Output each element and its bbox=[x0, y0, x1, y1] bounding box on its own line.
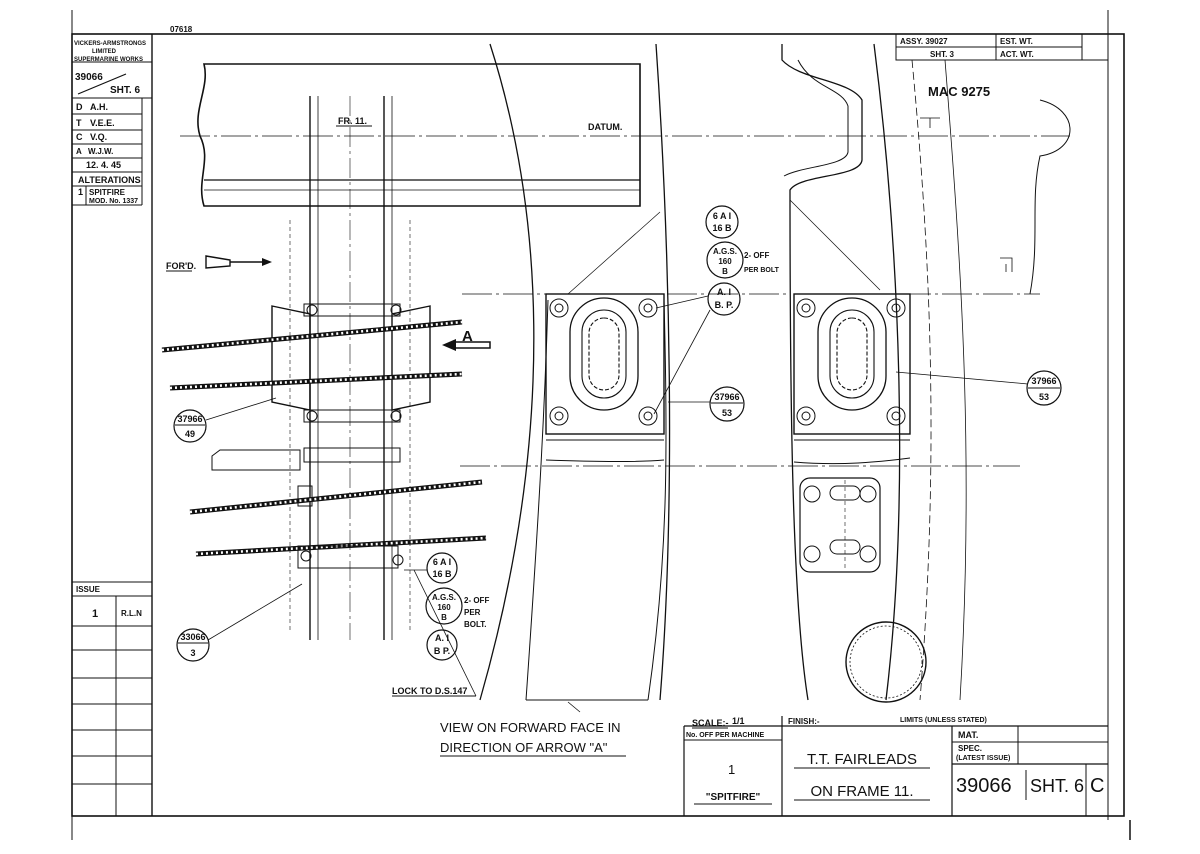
control-cables bbox=[161, 319, 487, 557]
signature-name-t: V.E.E. bbox=[90, 118, 115, 128]
callout-53-center-bottom: 53 bbox=[722, 408, 732, 418]
drawing-sheet-number: SHT. 6 bbox=[1030, 776, 1084, 796]
view-caption-line2: DIRECTION OF ARROW "A" bbox=[440, 740, 608, 755]
callout-ags-160-upper: A.G.S. 160 B 2- OFF PER BOLT bbox=[706, 241, 780, 279]
act-weight-label: ACT. WT. bbox=[1000, 50, 1034, 59]
callout-37966-49: 37966 49 bbox=[173, 397, 277, 443]
company-name-1: VICKERS-ARMSTRONGS bbox=[74, 41, 146, 47]
company-name-3: SUPERMARINE WORKS bbox=[74, 57, 143, 63]
callout-ags-lower-note1: 2- OFF bbox=[464, 596, 489, 605]
material-label: MAT. bbox=[958, 730, 978, 740]
sheet-ref: 07618 bbox=[170, 25, 193, 34]
drawing-title-line2: ON FRAME 11. bbox=[810, 783, 913, 800]
scale-value: 1/1 bbox=[732, 716, 745, 726]
callout-37966-49-top: 37966 bbox=[177, 414, 202, 424]
callout-6a1-16b-upper: 6 A I 16 B bbox=[705, 205, 739, 239]
callout-6a1-lower-top: 6 A I bbox=[433, 557, 451, 567]
signature-role-t: T bbox=[76, 118, 82, 128]
assy-box: ASSY. 39027 SHT. 3 EST. WT. ACT. WT. bbox=[895, 33, 1108, 61]
alterations-header: ALTERATIONS bbox=[78, 175, 141, 185]
forward-label: FOR'D. bbox=[166, 261, 196, 271]
callout-37966-53-center: 37966 53 bbox=[709, 386, 745, 422]
limits-label: LIMITS (UNLESS STATED) bbox=[900, 717, 987, 724]
callout-37966-49-bottom: 49 bbox=[185, 429, 195, 439]
callout-37966-right-top: 37966 bbox=[1031, 376, 1056, 386]
callout-a1-bp-upper: A. I B. P. bbox=[653, 282, 741, 415]
alteration-number: 1 bbox=[78, 187, 83, 197]
callout-ags-lower-line2: 160 bbox=[437, 603, 451, 612]
issue-number: 1 bbox=[92, 608, 98, 620]
no-off-label: No. OFF PER MACHINE bbox=[686, 732, 764, 739]
drawing-number: 39066 bbox=[956, 775, 1012, 797]
arrow-a-label: A bbox=[462, 328, 473, 345]
alteration-text-2: MOD. No. 1337 bbox=[89, 198, 138, 205]
callout-ags-upper-line1: A.G.S. bbox=[713, 247, 737, 256]
callout-33066-3: 33066 3 bbox=[176, 583, 303, 662]
signature-role-c: C bbox=[76, 132, 83, 142]
callout-33066-3-bottom: 3 bbox=[190, 648, 195, 658]
left-info-column: VICKERS-ARMSTRONGS LIMITED SUPERMARINE W… bbox=[72, 34, 153, 816]
no-off-value: 1 bbox=[728, 762, 735, 777]
side-view: DATUM. FR. 11. bbox=[161, 63, 1070, 697]
callout-ags-lower-line3: B bbox=[441, 613, 447, 622]
callout-ags-upper-line2: 160 bbox=[718, 257, 732, 266]
callout-6a1-16b-lower: 6 A I 16 B bbox=[404, 552, 458, 584]
assy-number: ASSY. 39027 bbox=[900, 37, 948, 46]
callout-16b-upper-bottom: 16 B bbox=[712, 223, 732, 233]
callout-ags-lower-note3: BOLT. bbox=[464, 620, 487, 629]
callout-33066-3-top: 33066 bbox=[180, 632, 205, 642]
issue-initials: R.L.N bbox=[121, 609, 142, 618]
finish-label: FINISH:- bbox=[788, 717, 820, 726]
forward-face-view: VIEW ON FORWARD FACE IN DIRECTION OF ARR… bbox=[440, 43, 1020, 757]
callout-16b-lower-bottom: 16 B bbox=[432, 569, 452, 579]
signature-role-d: D bbox=[76, 102, 83, 112]
company-name-2: LIMITED bbox=[92, 49, 117, 55]
signature-name-c: V.Q. bbox=[90, 132, 107, 142]
drawing-date: 12. 4. 45 bbox=[86, 160, 121, 170]
callout-bp-upper-bottom: B. P. bbox=[715, 300, 734, 310]
signature-name-a: W.J.W. bbox=[88, 147, 113, 156]
drawing-revision: C bbox=[1090, 775, 1104, 797]
sheet-short: SHT. 6 bbox=[110, 85, 140, 96]
callout-ags-upper-note1: 2- OFF bbox=[744, 251, 769, 260]
alteration-text-1: SPITFIRE bbox=[89, 188, 126, 197]
datum-label: DATUM. bbox=[588, 122, 622, 132]
issue-header: ISSUE bbox=[76, 585, 101, 594]
callout-ags-lower-note2: PER bbox=[464, 608, 481, 617]
callout-ags-160-lower: A.G.S. 160 B 2- OFF PER BOLT. bbox=[425, 587, 489, 629]
mac-number: MAC 9275 bbox=[928, 84, 990, 99]
assy-sheet: SHT. 3 bbox=[930, 50, 955, 59]
drawing-title-line1: T.T. FAIRLEADS bbox=[807, 751, 917, 768]
callout-bp-lower-bottom: B P. bbox=[434, 646, 450, 656]
callout-ags-upper-note2: PER BOLT bbox=[744, 267, 780, 274]
callout-a1-upper-top: A. I bbox=[717, 287, 731, 297]
signature-name-d: A.H. bbox=[90, 102, 108, 112]
arrow-a-icon bbox=[442, 339, 456, 351]
callout-53-right-bottom: 53 bbox=[1039, 392, 1049, 402]
scale-label: SCALE:- bbox=[692, 718, 729, 728]
drawing-short-number: 39066 bbox=[75, 72, 103, 83]
callout-a1-lower-top: A. I bbox=[435, 633, 449, 643]
aircraft-name: "SPITFIRE" bbox=[706, 792, 761, 803]
spec-label-2: (LATEST ISSUE) bbox=[956, 755, 1010, 762]
rear-face-view bbox=[781, 43, 1071, 703]
lock-note: LOCK TO D.S.147 bbox=[392, 686, 467, 696]
title-block: SCALE:- 1/1 FINISH:- LIMITS (UNLESS STAT… bbox=[683, 716, 1108, 816]
callout-ags-upper-line3: B bbox=[722, 267, 728, 276]
est-weight-label: EST. WT. bbox=[1000, 37, 1033, 46]
frame-label: FR. 11. bbox=[338, 116, 367, 126]
callout-37966-53-right: 37966 53 bbox=[1026, 370, 1062, 406]
view-caption-line1: VIEW ON FORWARD FACE IN bbox=[440, 720, 621, 735]
signature-role-a: A bbox=[76, 147, 82, 156]
callout-a1-bp-lower: A. I B P. bbox=[426, 629, 458, 661]
callout-6a1-upper-top: 6 A I bbox=[713, 211, 731, 221]
spec-label-1: SPEC. bbox=[958, 744, 982, 753]
callout-37966-center-top: 37966 bbox=[714, 392, 739, 402]
callout-ags-lower-line1: A.G.S. bbox=[432, 593, 456, 602]
outer-border bbox=[71, 33, 1125, 817]
